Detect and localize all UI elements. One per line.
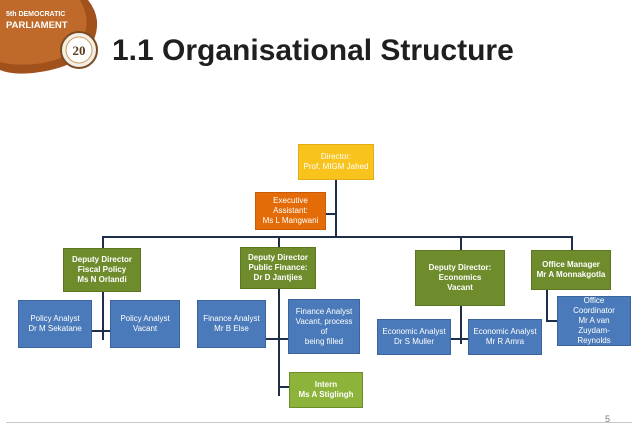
connector-assistant bbox=[326, 213, 336, 215]
finance-analyst-1-title: Finance Analyst bbox=[203, 314, 260, 323]
economic-analyst-amra-box: Economic Analyst Mr R Amra bbox=[468, 319, 542, 355]
finance-analyst-2-line2: Vacant, process of bbox=[295, 316, 353, 336]
public-finance-title1: Deputy Director bbox=[247, 253, 308, 262]
connector-office-manager-trunk bbox=[546, 290, 548, 322]
public-finance-name: Dr D Jantjies bbox=[253, 273, 303, 282]
page-title: 1.1 Organisational Structure bbox=[112, 34, 514, 67]
connector-to-economics bbox=[460, 236, 462, 250]
deputy-director-fiscal-box: Deputy Director Fiscal Policy Ms N Orlan… bbox=[63, 248, 141, 292]
director-name: Prof. MIGM Jahed bbox=[303, 162, 369, 171]
connector-to-fiscal bbox=[102, 236, 104, 248]
policy-analyst-1-name: Dr M Sekatane bbox=[28, 324, 82, 333]
connector-fiscal-trunk bbox=[102, 292, 104, 340]
logo-badge: 20 bbox=[73, 43, 86, 58]
intern-title: Intern bbox=[314, 380, 338, 389]
finance-analyst-1-name: Mr B Else bbox=[214, 324, 249, 333]
connector-fiscal-left bbox=[92, 330, 103, 332]
policy-analyst-sekatane-box: Policy Analyst Dr M Sekatane bbox=[18, 300, 92, 348]
executive-assistant-box: Executive Assistant: Ms L Mangwani bbox=[255, 192, 326, 230]
connector-to-office-manager bbox=[571, 236, 573, 250]
connector-economics-left bbox=[451, 338, 461, 340]
connector-to-public-finance bbox=[278, 236, 280, 248]
footer-divider bbox=[6, 422, 632, 423]
policy-analyst-vacant-box: Policy Analyst Vacant bbox=[110, 300, 180, 348]
finance-analyst-else-box: Finance Analyst Mr B Else bbox=[197, 300, 266, 348]
connector-office-coordinator bbox=[546, 320, 557, 322]
connector-economics-right bbox=[461, 338, 469, 340]
connector-economics-trunk bbox=[460, 306, 462, 344]
fiscal-title1: Deputy Director bbox=[71, 255, 132, 264]
office-manager-title: Office Manager bbox=[542, 260, 600, 269]
connector-intern bbox=[279, 386, 289, 388]
connector-director-trunk bbox=[335, 178, 337, 238]
office-coordinator-line3: Reynolds bbox=[577, 336, 611, 345]
connector-public-finance-trunk bbox=[278, 288, 280, 396]
office-coordinator-title: Office Coordinator bbox=[573, 296, 615, 315]
intern-box: Intern Ms A Stiglingh bbox=[289, 372, 363, 408]
economics-name: Vacant bbox=[447, 283, 473, 292]
office-manager-box: Office Manager Mr A Monnakgotla bbox=[531, 250, 611, 290]
economics-title2: Economics bbox=[438, 273, 482, 282]
connector-fiscal-right bbox=[103, 330, 111, 332]
economic-analyst-2-name: Mr R Amra bbox=[485, 337, 525, 346]
parliament-logo: 5th DEMOCRATIC PARLIAMENT 20 bbox=[0, 0, 98, 74]
policy-analyst-1-title: Policy Analyst bbox=[30, 314, 80, 323]
office-coordinator-box: Office Coordinator Mr A van Zuydam- Reyn… bbox=[557, 296, 631, 346]
director-box: Director: Prof. MIGM Jahed bbox=[298, 144, 374, 180]
logo-line1: 5th DEMOCRATIC bbox=[6, 11, 65, 18]
connector-main-horizontal bbox=[102, 236, 573, 238]
economic-analyst-1-name: Dr S Muller bbox=[393, 337, 434, 346]
finance-analyst-2-title: Finance Analyst bbox=[295, 306, 353, 316]
economic-analyst-2-title: Economic Analyst bbox=[473, 327, 537, 336]
finance-analyst-vacant-box: Finance Analyst Vacant, process of being… bbox=[288, 299, 360, 354]
connector-finance-right bbox=[279, 338, 288, 340]
economic-analyst-muller-box: Economic Analyst Dr S Muller bbox=[377, 319, 451, 355]
fiscal-title2: Fiscal Policy bbox=[77, 265, 127, 274]
office-manager-name: Mr A Monnakgotla bbox=[536, 270, 606, 279]
deputy-director-public-finance-box: Deputy Director Public Finance: Dr D Jan… bbox=[240, 247, 316, 289]
office-coordinator-line2: Mr A van Zuydam- bbox=[578, 316, 610, 335]
economic-analyst-1-title: Economic Analyst bbox=[382, 327, 446, 336]
policy-analyst-2-name: Vacant bbox=[132, 324, 158, 333]
header-band bbox=[0, 0, 638, 100]
director-title: Director: bbox=[320, 152, 352, 161]
logo-line2: PARLIAMENT bbox=[6, 20, 68, 31]
assistant-title: Executive Assistant: bbox=[273, 196, 308, 215]
intern-name: Ms A Stiglingh bbox=[298, 390, 354, 399]
connector-finance-left bbox=[266, 338, 279, 340]
public-finance-title2: Public Finance: bbox=[248, 263, 308, 272]
fiscal-name: Ms N Orlandi bbox=[77, 275, 127, 284]
assistant-name: Ms L Mangwani bbox=[262, 216, 319, 225]
economics-title1: Deputy Director: bbox=[428, 263, 492, 272]
finance-analyst-2-line3: being filled bbox=[304, 336, 344, 346]
policy-analyst-2-title: Policy Analyst bbox=[120, 314, 170, 323]
deputy-director-economics-box: Deputy Director: Economics Vacant bbox=[415, 250, 505, 306]
page-number: 5 bbox=[604, 414, 610, 424]
